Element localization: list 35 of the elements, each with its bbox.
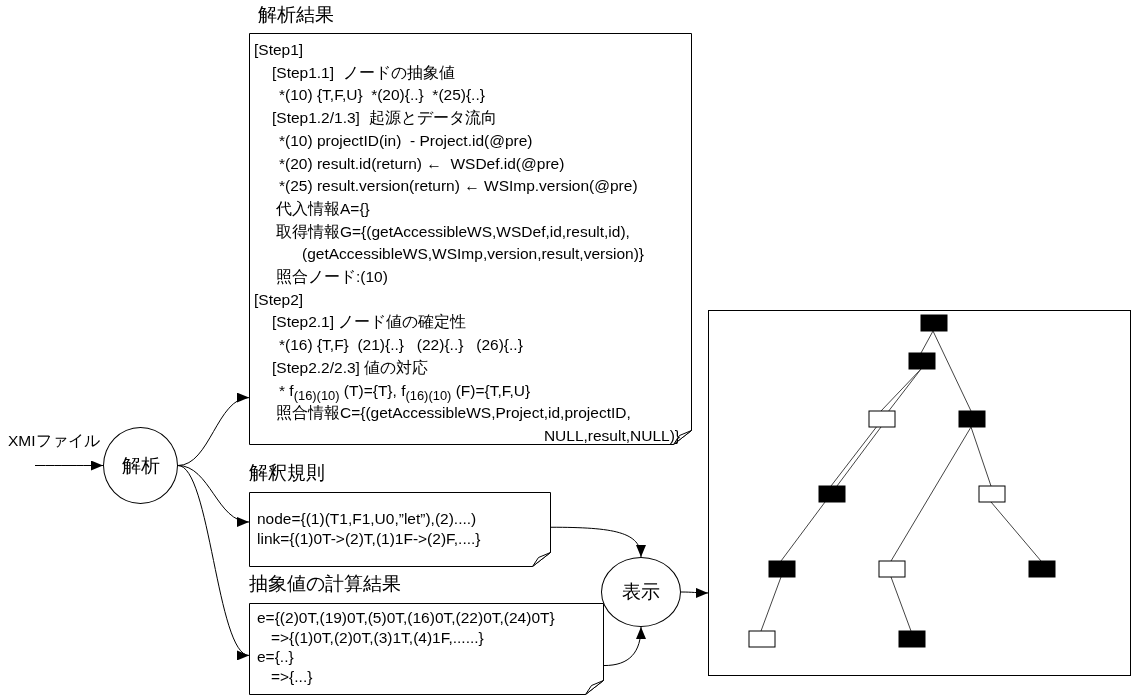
- process-ellipse: 解析: [103, 427, 178, 504]
- note-text: *(10) projectID(in) - Project.id(@pre): [279, 131, 533, 150]
- note-text: =>{...}: [271, 667, 313, 686]
- note-heading: 抽象値の計算結果: [249, 573, 401, 595]
- note-text: 代入情報A={}: [276, 199, 370, 218]
- note-text: * f$_{(16)(10)}$ (T)={T}, f$_{(16)(10)}$ (F)={T,F,U}: [279, 381, 531, 405]
- note-text: 取得情報G={(getAccessibleWS,WSDef,id,result,id),: [276, 222, 630, 241]
- note-text: [Step2]: [254, 290, 304, 309]
- note-text: [Step1.2/1.3] 起源とデータ流向: [272, 109, 497, 128]
- note-heading: 解析結果: [258, 4, 334, 26]
- arrow: [550, 526, 645, 558]
- arrow: [680, 587, 709, 598]
- note-text: e={(2)0T,(19)0T,(5)0T,(16)0T,(22)0T,(24)0T}: [257, 609, 555, 627]
- note-text: *(16) {T,F} (21){..} (22){..} (26){..}: [279, 336, 523, 355]
- picture: [708, 310, 1131, 676]
- note-text: *(10) {T,F,U} *(20){..} *(25){..}: [279, 86, 485, 105]
- note-text: link={(1)0T->(2)T,(1)1F->(2)F,....}: [257, 530, 481, 548]
- edge-label: XMIファイル: [8, 430, 100, 451]
- note-text: 照合情報C={(getAccessibleWS,Project,id,projectID,: [276, 404, 631, 423]
- note-text: node={(1)(T1,F1,U0,”let”),(2)....): [257, 510, 477, 528]
- note-text: =>{(1)0T,(2)0T,(3)1T,(4)1F,......}: [271, 628, 484, 647]
- note-text: [Step1]: [254, 41, 304, 59]
- note-text: [Step2.2/2.3] 値の対応: [272, 358, 429, 377]
- note-text: NULL,result,NULL)}: [543, 426, 680, 445]
- arrow: [34, 460, 104, 471]
- note-text: 照合ノード:(10): [276, 268, 388, 286]
- note-text: [Step2.1] ノード値の確定性: [272, 313, 467, 332]
- note-text: [Step1.1] ノードの抽象値: [272, 63, 455, 82]
- note-text: e={..}: [257, 648, 294, 666]
- note-text: *(20) result.id(return) ← WSDef.id(@pre): [279, 154, 565, 173]
- note-text: (getAccessibleWS,WSImp,version,result,version)}: [302, 245, 644, 264]
- note-heading: 解釈規則: [249, 462, 325, 484]
- arrow: [603, 626, 646, 667]
- process-ellipse: 表示: [601, 557, 681, 627]
- note-text: *(25) result.version(return) ← WSImp.version(@pre): [279, 177, 638, 196]
